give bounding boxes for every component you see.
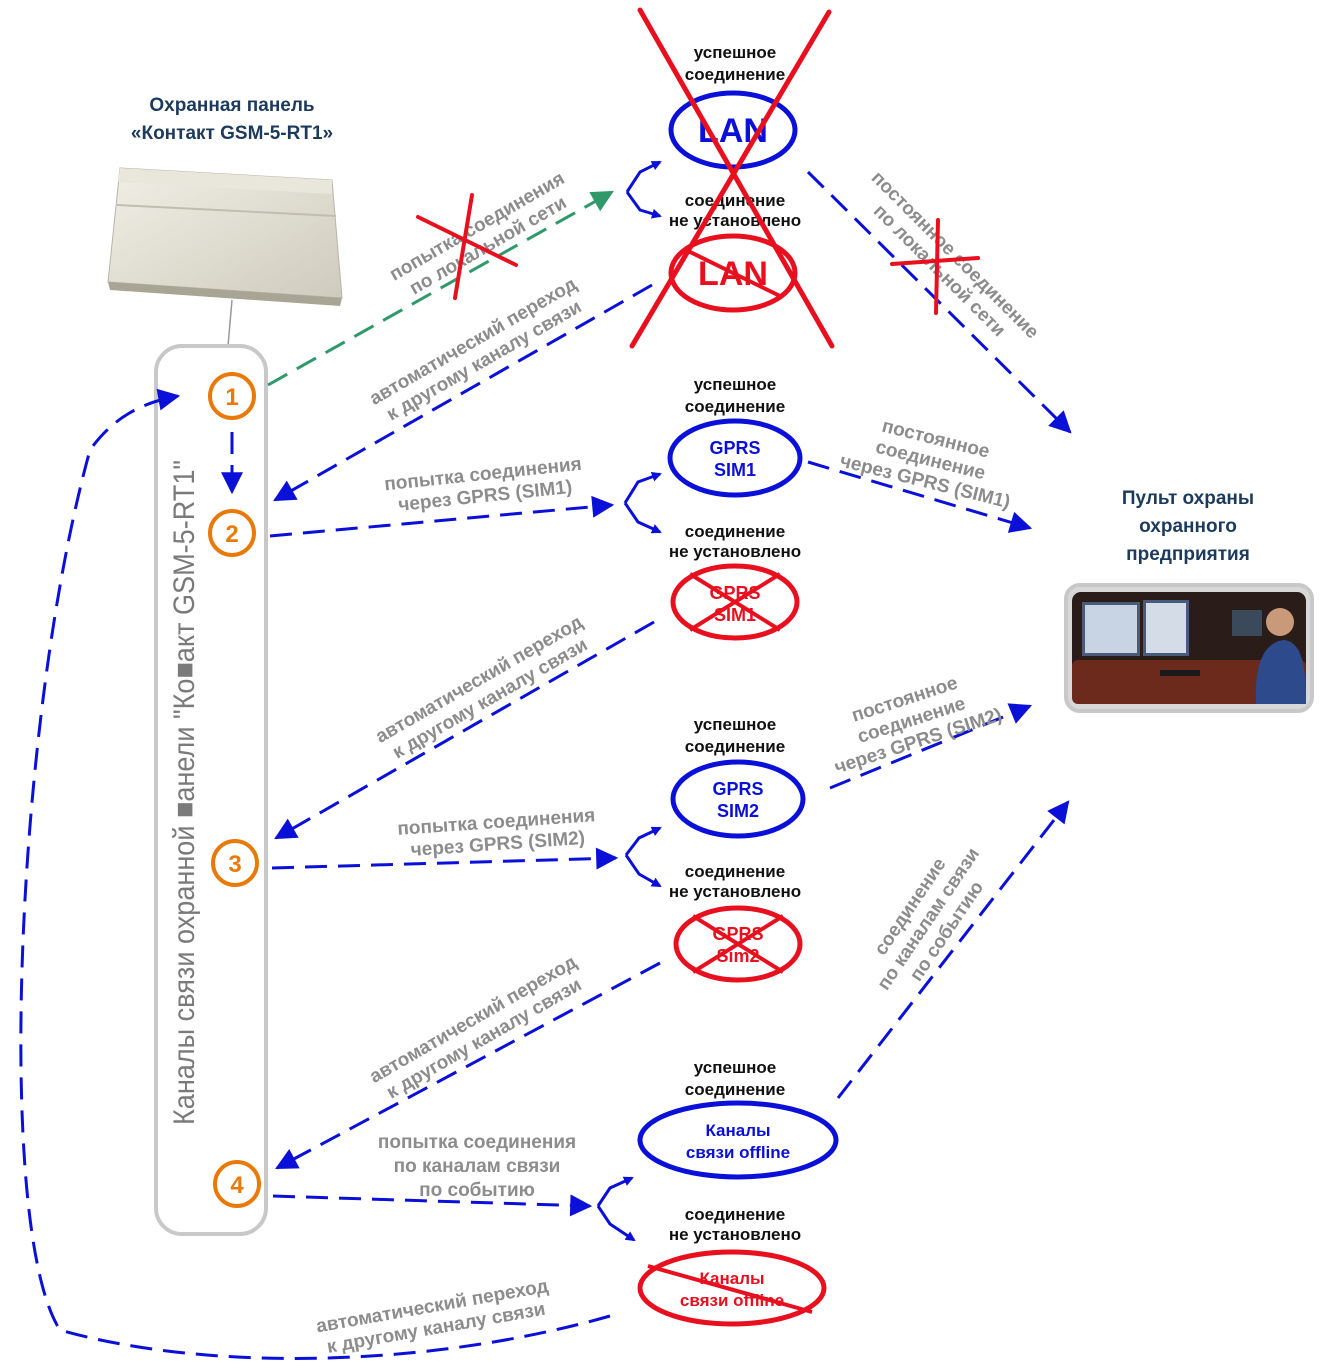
sim2-fail-caption-2: не установлено — [669, 882, 801, 901]
arrow-event-attempt — [272, 1194, 593, 1217]
sim1-success-line2: SIM1 — [714, 460, 756, 480]
step-2[interactable]: 2 — [208, 509, 256, 557]
step-4-label: 4 — [230, 1172, 244, 1199]
step-3[interactable]: 3 — [211, 839, 259, 887]
sim1-success-caption-1: успешное — [694, 375, 777, 394]
sim2-fail-node[interactable]: GPRS Sim2 — [673, 905, 803, 983]
lan-success-node[interactable]: LAN — [668, 90, 798, 170]
security-panel-device-image — [107, 167, 343, 347]
sim2-success-line2: SIM2 — [717, 801, 759, 821]
sim1-attempt-label: попытка соединения через GPRS (SIM1) — [383, 454, 582, 516]
arrow-event-channel — [836, 800, 1070, 1099]
sim2-fail-line1: GPRS — [712, 924, 763, 944]
step-1-label: 1 — [225, 384, 238, 411]
channels-vertical-label: Каналы связи охранной ■анели "Ко■акт GSM… — [168, 460, 201, 1125]
svg-text:автоматический переход: автоматический переход — [366, 952, 580, 1088]
svg-text:автоматический переход: автоматический переход — [366, 274, 580, 410]
sim2-success-caption-1: успешное — [694, 715, 777, 734]
monitoring-room-image — [1064, 583, 1314, 713]
lan-fail-node[interactable]: LAN — [668, 233, 798, 313]
sim1-success-line1: GPRS — [709, 438, 760, 458]
sim2-success-node[interactable]: GPRS SIM2 — [670, 759, 806, 839]
sim2-success-line1: GPRS — [712, 779, 763, 799]
sim2-success-caption-2: соединение — [685, 737, 785, 756]
panel-title-line2: «Контакт GSM-5-RT1» — [131, 123, 333, 144]
svg-text:к другому каналу связи: к другому каналу связи — [383, 974, 585, 1103]
offline-success-node[interactable]: Каналы связи offline — [637, 1100, 839, 1180]
auto-switch-label-4: автоматический переход к другому каналу … — [315, 1276, 550, 1358]
arrow-sim1-permanent — [807, 460, 1033, 533]
lan-permanent-label: постоянное соединение по локальной сети — [867, 167, 1043, 343]
sim2-permanent-label: постоянное соединение через GPRS (SIM2) — [832, 673, 1005, 779]
sim1-fail-node[interactable]: GPRS SIM1 — [670, 563, 800, 641]
sim1-fail-line1: GPRS — [709, 583, 760, 603]
arrow-auto-switch-3 — [275, 961, 661, 1170]
svg-text:по событию: по событию — [419, 1180, 535, 1201]
auto-switch-label-2: автоматический переход к другому каналу … — [372, 612, 591, 763]
fork-sim2 — [624, 826, 662, 888]
offline-success-caption-2: соединение — [685, 1080, 785, 1099]
lan-permanent-cross-icon — [890, 218, 980, 315]
arrow-auto-switch-2 — [274, 620, 655, 840]
arrow-sim2-permanent — [829, 703, 1033, 790]
monitoring-title-line1: Пульт охраны — [1122, 488, 1254, 509]
offline-fail-caption-1: соединение — [685, 1205, 785, 1224]
panel-title-line1: Охранная панель — [149, 95, 314, 116]
arrow-sim2-attempt — [271, 847, 619, 870]
offline-success-line2: связи offline — [686, 1143, 790, 1162]
auto-switch-label-1: автоматический переход к другому каналу … — [366, 274, 585, 425]
monitoring-title-line2: охранного — [1139, 516, 1237, 537]
sim2-attempt-label: попытка соединения через GPRS (SIM2) — [397, 805, 596, 861]
step-1[interactable]: 1 — [208, 372, 256, 420]
fork-sim1 — [623, 472, 662, 534]
svg-text:к другому каналу связи: к другому каналу связи — [383, 296, 585, 425]
offline-success-line1: Каналы — [705, 1121, 770, 1140]
fork-lan — [625, 160, 662, 219]
sim1-fail-caption-2: не установлено — [669, 542, 801, 561]
offline-fail-node[interactable]: Каналы связи offline — [637, 1249, 827, 1327]
lan-success-caption-2: соединение — [685, 65, 785, 84]
step-4[interactable]: 4 — [213, 1160, 261, 1208]
arrow-lan-permanent — [806, 170, 1072, 434]
fork-offline — [596, 1176, 636, 1242]
arrow-auto-switch-1 — [273, 283, 653, 502]
lan-blocked-big-cross-icon — [629, 7, 835, 349]
sim1-permanent-label: постоянное соединение через GPRS (SIM1) — [838, 416, 1013, 514]
sim1-success-caption-2: соединение — [685, 397, 785, 416]
sim1-fail-line2: SIM1 — [714, 605, 756, 625]
offline-fail-caption-2: не установлено — [669, 1225, 801, 1244]
arrow-auto-switch-loop — [19, 388, 611, 1360]
sim2-fail-line2: Sim2 — [716, 946, 759, 966]
lan-attempt-cross-icon — [416, 193, 518, 300]
channels-frame — [154, 344, 268, 1236]
auto-switch-label-3: автоматический переход к другому каналу … — [366, 952, 585, 1103]
sim2-fail-caption-1: соединение — [685, 862, 785, 881]
svg-text:к другому каналу связи: к другому каналу связи — [389, 634, 591, 763]
step-2-label: 2 — [225, 521, 238, 548]
arrow-sim1-attempt — [269, 495, 615, 538]
lan-fail-caption-2: не установлено — [669, 211, 801, 230]
sim1-success-node[interactable]: GPRS SIM1 — [667, 418, 803, 498]
lan-success-caption-1: успешное — [694, 43, 777, 62]
monitoring-title-line3: предприятия — [1126, 544, 1250, 565]
sim1-fail-caption-1: соединение — [685, 522, 785, 541]
lan-fail-caption-1: соединение — [685, 191, 785, 210]
offline-success-caption-1: успешное — [694, 1058, 777, 1077]
svg-text:попытка соединения: попытка соединения — [378, 1132, 576, 1153]
svg-text:по каналам связи: по каналам связи — [394, 1156, 561, 1177]
event-attempt-label: попытка соединения по каналам связи по с… — [378, 1132, 576, 1201]
step-3-label: 3 — [228, 851, 241, 878]
